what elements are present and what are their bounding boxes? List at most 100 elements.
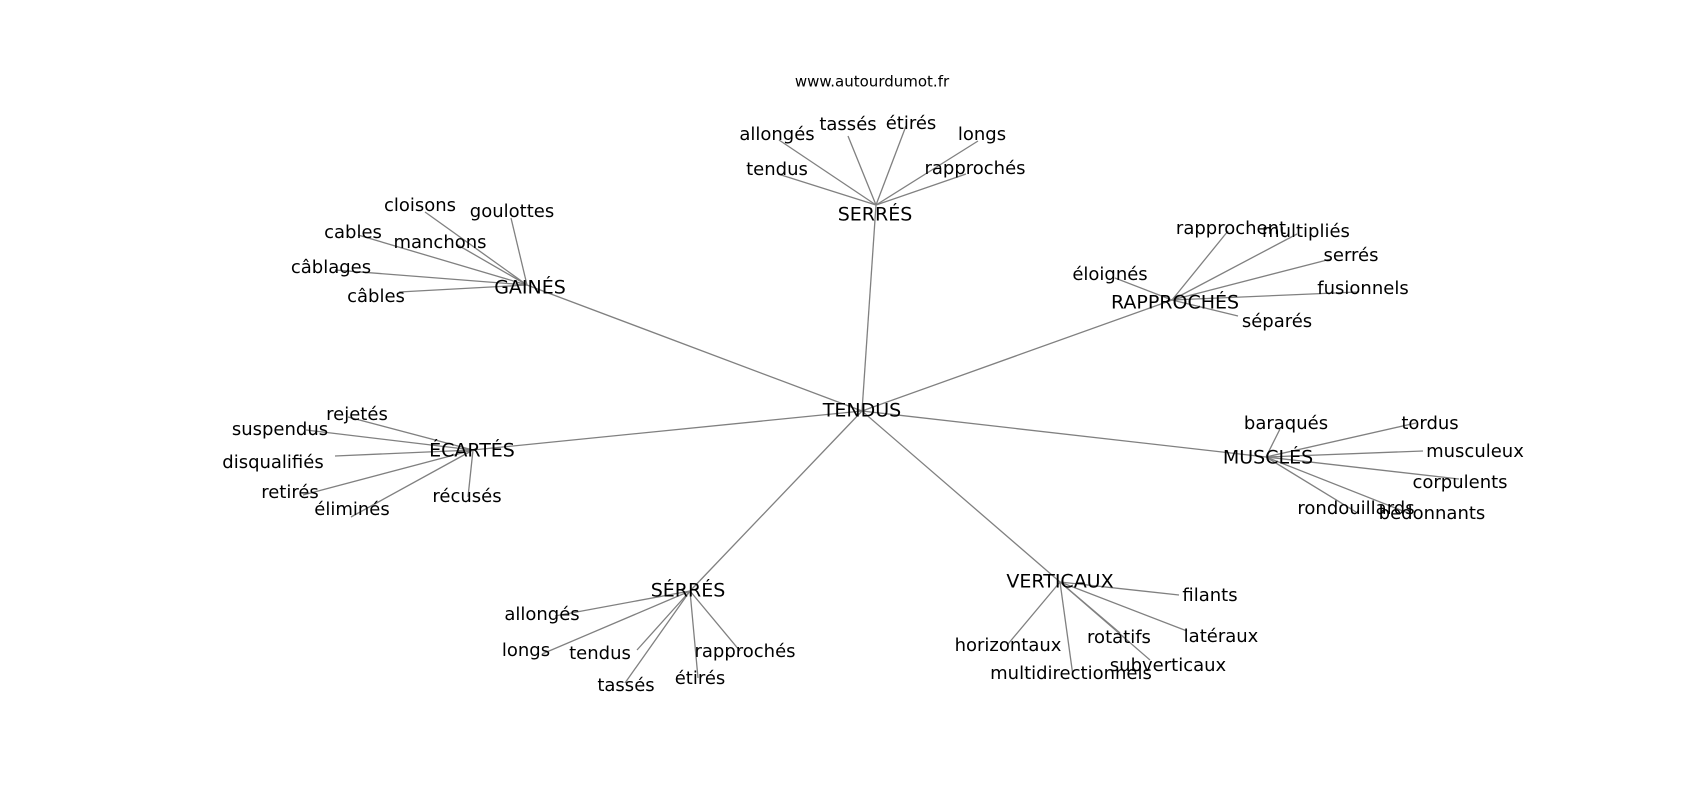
leaf-word[interactable]: récusés xyxy=(432,486,501,507)
edge-serres-leaf xyxy=(847,135,877,206)
leaf-word[interactable]: tassés xyxy=(597,675,654,696)
edge-ecartes-leaf xyxy=(305,429,474,451)
leaf-word[interactable]: câbles xyxy=(347,286,405,307)
leaf-word[interactable]: cloisons xyxy=(384,195,456,216)
leaf-word[interactable]: latéraux xyxy=(1184,626,1259,647)
leaf-word[interactable]: rotatifs xyxy=(1087,627,1151,648)
leaf-word[interactable]: musculeux xyxy=(1426,441,1524,462)
leaf-word[interactable]: rondouillards xyxy=(1297,498,1414,519)
leaf-word[interactable]: longs xyxy=(502,640,550,661)
leaf-word[interactable]: disqualifiés xyxy=(222,452,323,473)
edge-ecartes-leaf xyxy=(350,449,474,518)
edge-serres2-leaf xyxy=(689,590,699,679)
leaf-word[interactable]: tendus xyxy=(746,159,808,180)
center-word[interactable]: TENDUS xyxy=(822,400,901,422)
edge-center-gaines xyxy=(526,284,863,412)
edge-center-verticaux xyxy=(861,410,1061,583)
edge-rapproches-leaf xyxy=(1171,299,1239,317)
edge-muscles-leaf xyxy=(1265,456,1409,514)
hub-word-rapproches[interactable]: RAPPROCHÉS xyxy=(1111,291,1239,314)
edge-serres-leaf xyxy=(875,140,979,206)
leaf-word[interactable]: rapprochés xyxy=(924,158,1025,179)
leaf-word[interactable]: câblages xyxy=(291,257,371,278)
edges-layer xyxy=(302,125,1460,684)
edge-gaines-leaf xyxy=(455,243,528,286)
edge-rapproches-leaf xyxy=(1171,291,1359,301)
edge-muscles-leaf xyxy=(1265,422,1417,458)
edge-serres2-leaf xyxy=(541,590,691,655)
edge-rapproches-leaf xyxy=(1171,233,1298,301)
leaf-word[interactable]: tordus xyxy=(1401,413,1458,434)
leaf-word[interactable]: étirés xyxy=(886,113,937,134)
edge-serres2-leaf xyxy=(636,590,691,651)
edge-gaines-leaf xyxy=(424,211,528,286)
leaf-word[interactable]: horizontaux xyxy=(955,635,1062,656)
edge-serres-leaf xyxy=(875,173,967,206)
leaf-word[interactable]: suspendus xyxy=(232,419,328,440)
leaf-word[interactable]: rejetés xyxy=(326,404,388,425)
leaf-word[interactable]: multipliés xyxy=(1262,221,1350,242)
edge-center-muscles xyxy=(861,410,1267,458)
edge-ecartes-leaf xyxy=(302,449,474,496)
edge-verticaux-leaf xyxy=(1007,581,1061,645)
edge-gaines-leaf xyxy=(398,284,528,293)
leaf-word[interactable]: corpulents xyxy=(1412,472,1507,493)
hub-word-ecartes[interactable]: ÉCARTÉS xyxy=(429,439,515,462)
edge-gaines-leaf xyxy=(510,217,528,286)
edge-gaines-leaf xyxy=(334,269,528,286)
edge-center-ecartes xyxy=(472,410,863,451)
leaf-word[interactable]: éloignés xyxy=(1072,264,1147,285)
edge-serres-leaf xyxy=(778,139,877,206)
leaf-word[interactable]: baraqués xyxy=(1244,413,1328,434)
leaf-word[interactable]: cables xyxy=(324,222,382,243)
leaf-word[interactable]: goulottes xyxy=(470,201,554,222)
edge-ecartes-leaf xyxy=(347,416,474,451)
hub-word-serres[interactable]: SERRÉS xyxy=(838,203,913,226)
edge-serres2-leaf xyxy=(554,590,691,617)
edge-center-serres2 xyxy=(689,410,863,592)
edge-gaines-leaf xyxy=(357,234,528,286)
edge-verticaux-leaf xyxy=(1059,581,1151,661)
leaf-word[interactable]: tassés xyxy=(819,114,876,135)
leaf-word[interactable]: éliminés xyxy=(314,499,389,520)
edge-verticaux-leaf xyxy=(1059,581,1074,677)
hub-word-gaines[interactable]: GAINÉS xyxy=(494,276,566,299)
hub-word-muscles[interactable]: MUSCLÉS xyxy=(1223,446,1313,469)
hub-word-verticaux[interactable]: VERTICAUX xyxy=(1006,571,1113,593)
edge-serres2-leaf xyxy=(689,590,741,652)
leaf-word[interactable]: tendus xyxy=(569,643,631,664)
leaf-word[interactable]: allongés xyxy=(504,604,579,625)
leaf-word[interactable]: retirés xyxy=(261,482,319,503)
leaf-word[interactable]: étirés xyxy=(675,668,726,689)
leaf-word[interactable]: fusionnels xyxy=(1317,278,1408,299)
leaf-word[interactable]: rapprochés xyxy=(694,641,795,662)
edge-center-rapproches xyxy=(861,299,1173,412)
edge-ecartes-leaf xyxy=(334,449,474,457)
edge-serres-leaf xyxy=(777,173,877,206)
leaf-word[interactable]: bedonnants xyxy=(1379,503,1486,524)
edge-verticaux-leaf xyxy=(1059,581,1180,596)
leaf-word[interactable]: multidirectionnels xyxy=(990,663,1152,684)
edge-muscles-leaf xyxy=(1265,450,1424,458)
leaf-word[interactable]: rapprochent xyxy=(1176,218,1286,239)
edge-muscles-leaf xyxy=(1265,428,1281,458)
edge-rapproches-leaf xyxy=(1171,258,1332,301)
edge-muscles-leaf xyxy=(1265,456,1460,480)
leaf-word[interactable]: filants xyxy=(1182,585,1237,606)
edge-serres2-leaf xyxy=(624,590,691,684)
edge-rapproches-leaf xyxy=(1114,277,1173,301)
edge-rapproches-leaf xyxy=(1171,230,1229,301)
leaf-word[interactable]: séparés xyxy=(1242,311,1312,332)
leaf-word[interactable]: subverticaux xyxy=(1110,655,1227,676)
edge-muscles-leaf xyxy=(1265,456,1357,513)
leaf-word[interactable]: longs xyxy=(958,124,1006,145)
leaf-word[interactable]: serrés xyxy=(1324,245,1379,266)
site-credit: www.autourdumot.fr xyxy=(795,73,950,91)
leaf-word[interactable]: allongés xyxy=(739,124,814,145)
edge-center-serres xyxy=(861,204,877,412)
hub-word-serres2[interactable]: SÉRRÉS xyxy=(651,579,726,602)
leaf-word[interactable]: manchons xyxy=(393,232,486,253)
edge-serres-leaf xyxy=(875,125,907,206)
edge-ecartes-leaf xyxy=(467,449,474,498)
